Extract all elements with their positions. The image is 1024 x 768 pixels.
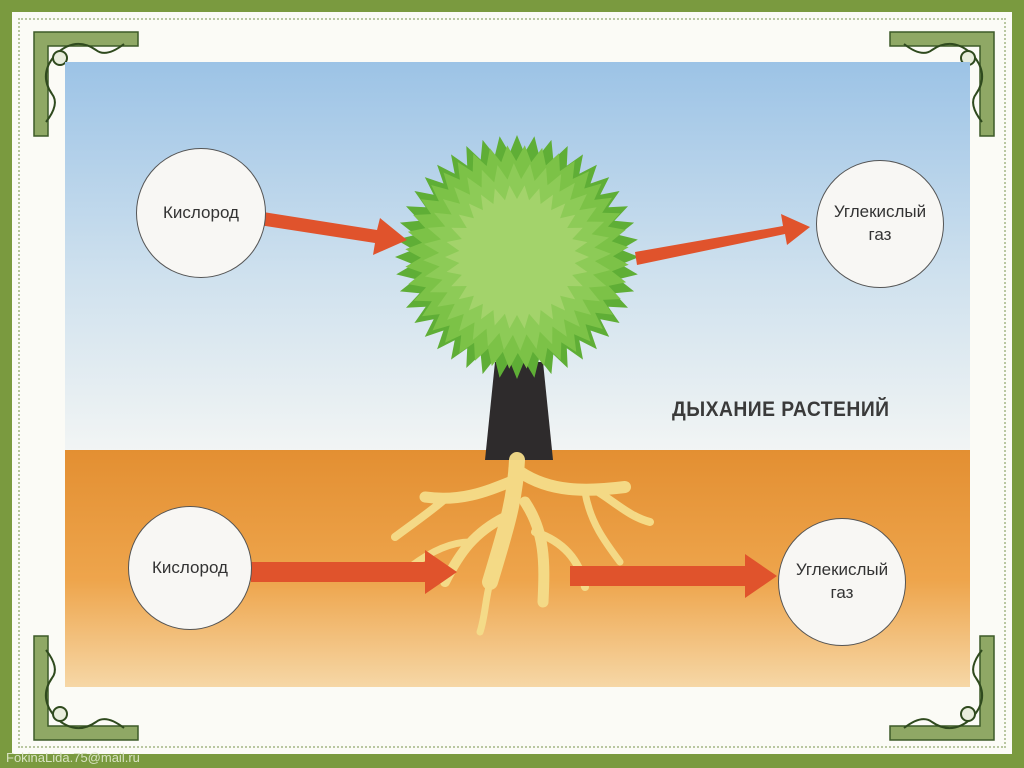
node-co2-soil: Углекислый газ [778,518,906,646]
watermark: FokinaLida.75@mail.ru [6,750,140,765]
node-oxygen-air: Кислород [136,148,266,278]
node-oxygen-soil-label: Кислород [152,557,228,577]
node-oxygen-air-label: Кислород [163,202,239,222]
node-co2-air: Углекислый газ [816,160,944,288]
arrow-oxygen-to-leaves [259,212,407,255]
crown-layer [445,185,589,329]
arrow-oxygen-to-roots [251,550,457,594]
tree-crown [395,135,639,379]
node-oxygen-soil: Кислород [128,506,252,630]
arrow-icon [251,212,810,598]
corner-ornament-icon [889,635,995,741]
tree-icon [391,135,654,636]
corner-ornament-icon [33,635,139,741]
corner-ornament-icon [889,31,995,137]
arrow-roots-to-co2 [570,554,777,598]
node-co2-air-label: Углекислый газ [833,202,927,244]
node-co2-soil-label: Углекислый газ [795,560,889,602]
tree-trunk [485,362,553,460]
arrow-leaves-to-co2 [635,214,810,265]
diagram-title: ДЫХАНИЕ РАСТЕНИЙ [672,398,890,421]
corner-ornament-icon [33,31,139,137]
